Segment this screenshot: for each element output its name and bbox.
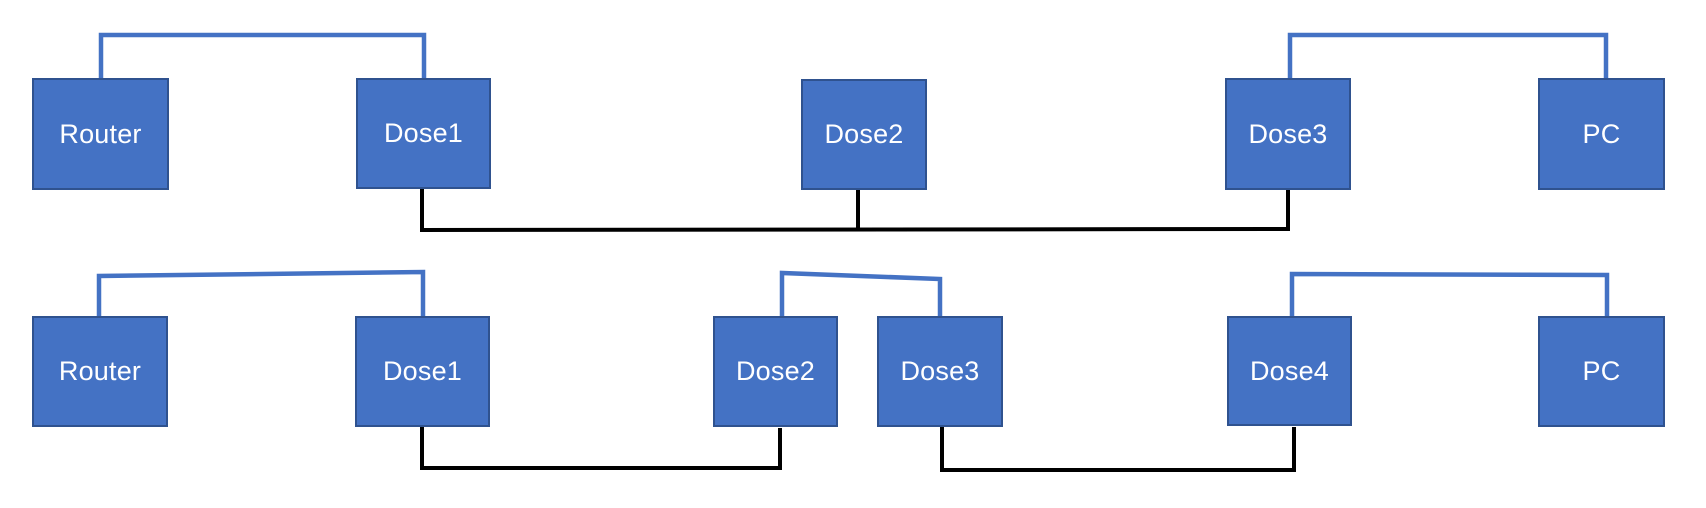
node-router-row2: Router [32, 316, 168, 427]
blue-connector-line-row2-3 [1289, 271, 1610, 317]
node-dose2-row2: Dose2 [713, 316, 838, 427]
node-label: Dose1 [383, 118, 464, 148]
node-label: Dose1 [382, 356, 463, 386]
node-label: Dose3 [1248, 118, 1328, 149]
black-connector-line-row1-3 [420, 189, 1290, 233]
node-label: Router [59, 118, 142, 149]
node-label: Dose3 [900, 356, 980, 386]
blue-connector-line-row1-1 [98, 32, 427, 79]
node-label: PC [1582, 356, 1621, 386]
node-label: Dose2 [824, 119, 904, 149]
blue-connector-line-row2-1 [96, 269, 426, 317]
node-router-row1: Router [32, 78, 169, 190]
node-dose3-row2: Dose3 [877, 316, 1003, 427]
blue-connector-line-row1-2 [1287, 32, 1609, 79]
node-pc-row2: PC [1538, 316, 1665, 427]
node-dose1-row2: Dose1 [355, 316, 490, 427]
black-connector-line-row2-4 [420, 427, 782, 470]
blue-connector-line-row2-2 [779, 270, 943, 317]
node-pc-row1: PC [1538, 78, 1665, 190]
node-label: PC [1582, 118, 1621, 149]
node-dose1-row1: Dose1 [356, 78, 491, 189]
node-dose3-row1: Dose3 [1225, 78, 1351, 190]
node-label: Dose2 [735, 356, 816, 386]
node-label: Router [58, 356, 142, 386]
node-label: Dose4 [1249, 355, 1330, 386]
black-connector-line-row2-5 [940, 427, 1296, 472]
node-dose4-row2: Dose4 [1227, 316, 1352, 426]
node-dose2-row1: Dose2 [801, 79, 927, 190]
